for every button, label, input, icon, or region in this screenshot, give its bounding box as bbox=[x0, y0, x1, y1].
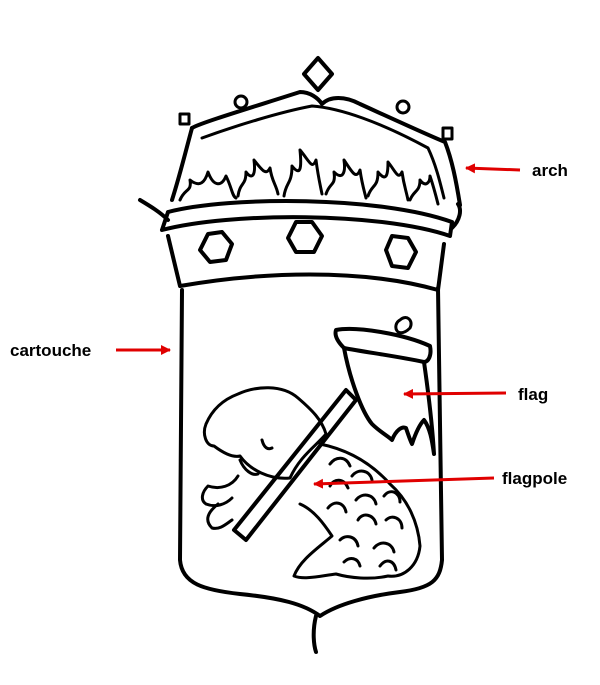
label-arrows bbox=[116, 163, 521, 489]
arch bbox=[190, 90, 462, 207]
lion-paw bbox=[206, 502, 234, 530]
flagpole-label: flagpole bbox=[502, 469, 567, 488]
flagpole bbox=[232, 388, 358, 542]
crown-pearl-left bbox=[233, 94, 249, 110]
flag bbox=[333, 316, 436, 456]
crown-tip-left bbox=[178, 112, 191, 126]
lion-body bbox=[292, 442, 422, 580]
flag-arrow bbox=[403, 388, 507, 399]
jewel-center bbox=[286, 220, 324, 254]
lion-head bbox=[202, 386, 328, 480]
crown bbox=[138, 56, 462, 292]
flagpole-arrow bbox=[313, 476, 495, 489]
lion-mouth bbox=[200, 458, 260, 508]
arch-arrow bbox=[465, 163, 521, 174]
crown-tip-right bbox=[441, 126, 454, 141]
jewel-right bbox=[384, 234, 418, 270]
crown-band-body bbox=[166, 234, 446, 292]
crown-band bbox=[160, 199, 454, 238]
crown-diamond bbox=[302, 56, 334, 92]
cartouche bbox=[178, 286, 444, 618]
arch-label: arch bbox=[532, 161, 568, 180]
jewel-left bbox=[198, 230, 234, 264]
lion-mane bbox=[326, 456, 404, 572]
crown-flames bbox=[178, 148, 440, 206]
arch-inner bbox=[200, 104, 446, 200]
flag-label: flag bbox=[518, 385, 548, 404]
lion-ear bbox=[260, 438, 274, 451]
arch-left-side bbox=[170, 126, 194, 202]
lion bbox=[200, 386, 422, 580]
cartouche-stem bbox=[311, 614, 318, 654]
crown-pearl-right bbox=[395, 99, 411, 115]
cartouche-label: cartouche bbox=[10, 341, 91, 360]
